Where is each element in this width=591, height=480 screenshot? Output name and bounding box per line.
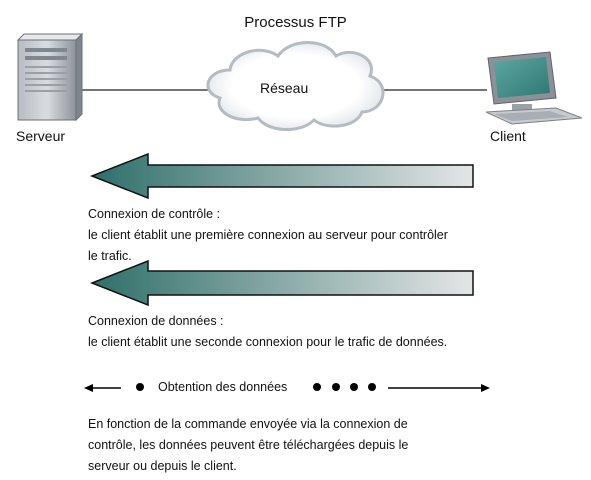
diagram-title: Processus FTP bbox=[244, 14, 347, 31]
data-connection-arrow bbox=[89, 259, 474, 307]
footer-description: En fonction de la commande envoyée via l… bbox=[88, 414, 558, 477]
data-connection-description: Connexion de données : le client établit… bbox=[88, 311, 558, 353]
client-computer-icon bbox=[485, 51, 583, 125]
control-connection-description: Connexion de contrôle : le client établi… bbox=[88, 204, 558, 267]
data-transfer-line bbox=[84, 383, 490, 392]
server-icon bbox=[16, 32, 84, 122]
server-label: Serveur bbox=[16, 128, 66, 144]
footer-text-line: serveur ou depuis le client. bbox=[88, 459, 237, 473]
obtain-data-label: Obtention des données bbox=[158, 380, 288, 394]
footer-text-line: contrôle, les données peuvent être téléc… bbox=[88, 438, 409, 452]
data-text-line: le client établit une seconde connexion … bbox=[88, 335, 448, 349]
control-heading: Connexion de contrôle : bbox=[88, 207, 221, 221]
network-label: Réseau bbox=[260, 80, 309, 96]
data-heading: Connexion de données : bbox=[88, 314, 224, 328]
client-label: Client bbox=[490, 128, 526, 144]
network-cloud-icon bbox=[206, 41, 385, 132]
control-text-line: le client établit une première connexion… bbox=[88, 228, 448, 242]
footer-text-line: En fonction de la commande envoyée via l… bbox=[88, 417, 408, 431]
control-text-line: le trafic. bbox=[88, 249, 132, 263]
control-connection-arrow bbox=[89, 152, 474, 200]
